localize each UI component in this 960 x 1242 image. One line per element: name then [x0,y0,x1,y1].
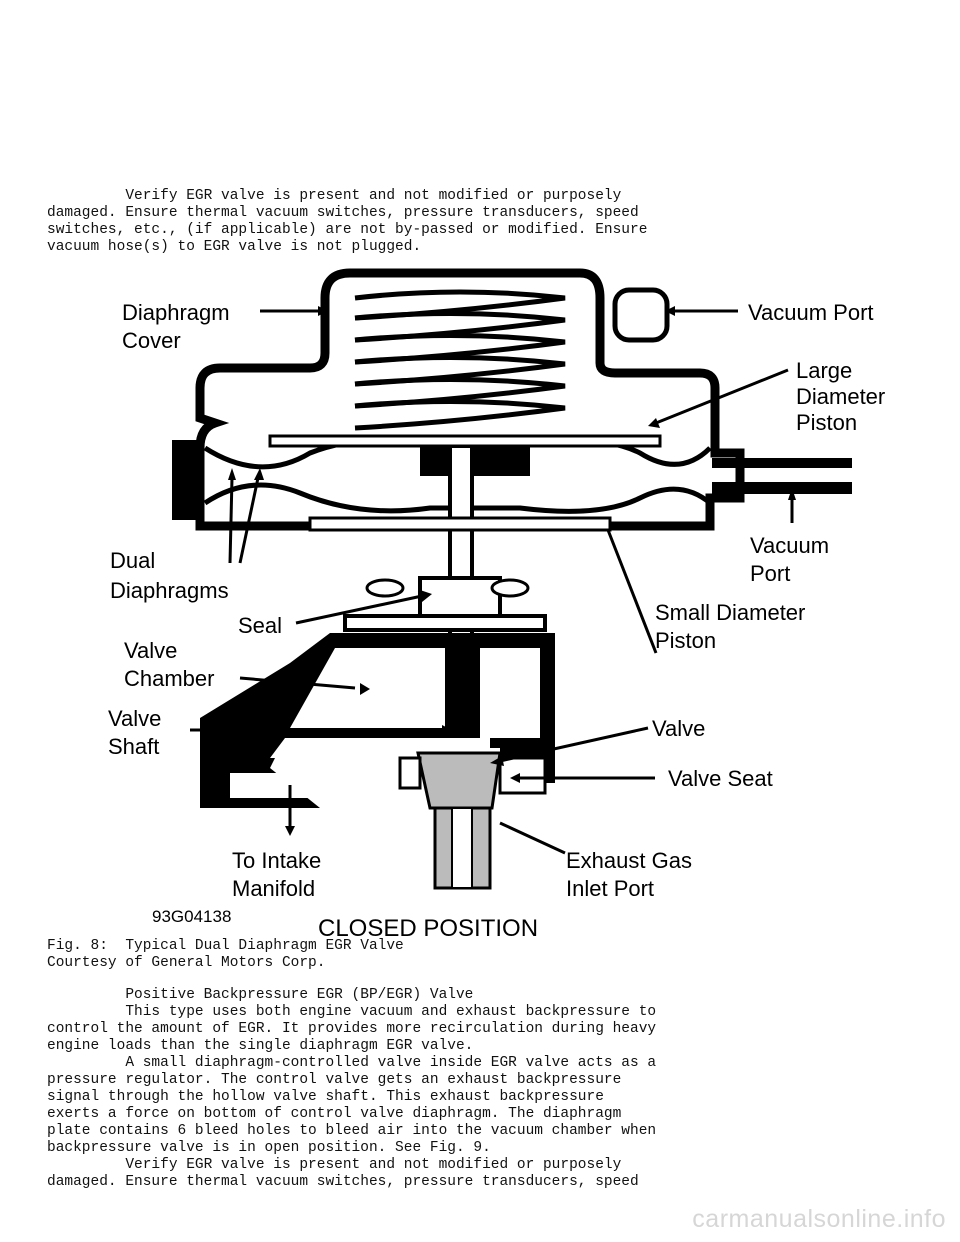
label-dual-diaphragms-2: Diaphragms [110,578,229,603]
body-text: Positive Backpressure EGR (BP/EGR) Valve… [47,987,657,1190]
figure-code: 93G04138 [152,907,231,926]
diaphragm-cover-outline [195,268,745,531]
intro-paragraph: Verify EGR valve is present and not modi… [47,188,648,255]
label-seal: Seal [238,613,282,638]
label-vacuum-port-side: Vacuum [750,533,829,558]
label-valve-shaft-2: Shaft [108,734,159,759]
label-valve-seat: Valve Seat [668,766,773,791]
seal-block [418,576,502,618]
valve-seat-cone [416,751,502,810]
label-exhaust-inlet: Exhaust Gas [566,848,692,873]
label-valve-shaft: Valve [108,706,161,731]
vacuum-port-nozzle [612,287,670,343]
valve-seat-right [498,756,547,795]
small-piston-plate [308,516,612,532]
label-small-piston: Small Diameter [655,600,805,625]
closed-position-title: CLOSED POSITION [318,915,538,940]
label-vacuum-port-top: Vacuum Port [748,300,874,325]
egr-valve-diagram: Diaphragm Cover Vacuum Port Large Diamet… [100,268,910,940]
figure-caption: Fig. 8: Typical Dual Diaphragm EGR Valve… [47,938,404,971]
label-large-piston: Large [796,358,852,383]
label-valve-chamber: Valve [124,638,177,663]
side-vacuum-port-lower [712,482,852,494]
large-piston-plate [268,434,662,448]
valve-chamber-cavity-right [480,648,540,738]
label-vacuum-port-side-2: Port [750,561,790,586]
spring-coils [354,289,566,431]
label-intake-manifold-2: Manifold [232,876,315,901]
lower-diaphragm [203,482,712,514]
label-dual-diaphragms: Dual [110,548,155,573]
label-valve: Valve [652,716,705,741]
seal-plate [343,614,547,632]
label-valve-chamber-2: Chamber [124,666,214,691]
label-intake-manifold: To Intake [232,848,321,873]
label-large-piston-3: Piston [796,410,857,435]
center-hub [420,446,530,476]
watermark: carmanualsonline.info [692,1205,946,1233]
label-diaphragm-cover-2: Cover [122,328,181,353]
label-small-piston-2: Piston [655,628,716,653]
label-diaphragm-cover: Diaphragm [122,300,230,325]
side-vacuum-port [712,458,852,468]
label-large-piston-2: Diameter [796,384,885,409]
label-exhaust-inlet-2: Inlet Port [566,876,654,901]
intake-opening [230,773,330,798]
left-housing-block [172,440,204,520]
